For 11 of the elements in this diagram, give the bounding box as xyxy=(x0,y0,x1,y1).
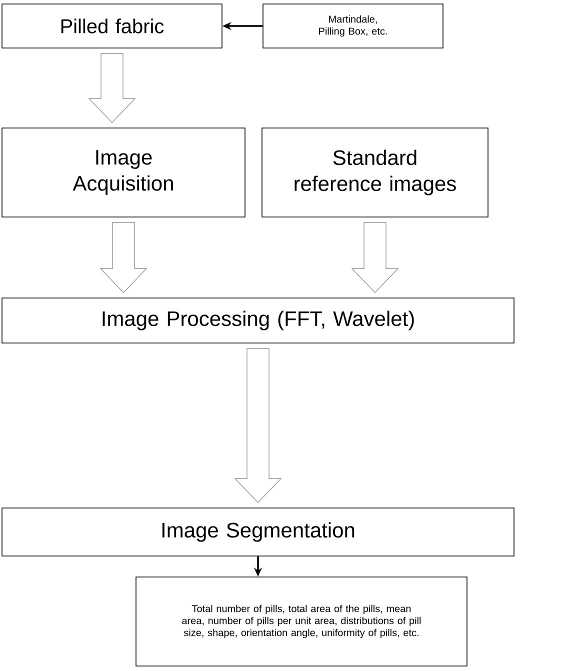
process-box: Total number of pills, total area of the pills, mean area, number of pills per unit area, distributions of pill size, shape, orientation angle, uniformity of pills, etc. xyxy=(136,576,468,666)
process-box: Standard reference images xyxy=(262,128,488,218)
process-box: Image Acquisition xyxy=(2,128,246,218)
process-box: Martindale, Pilling Box, etc. xyxy=(262,4,444,48)
block-arrow xyxy=(351,222,399,294)
process-box: Image Segmentation xyxy=(2,508,514,556)
process-box: Image Processing (FFT, Wavelet) xyxy=(2,298,514,344)
process-box: Pilled fabric xyxy=(2,4,222,48)
block-arrow xyxy=(88,53,136,124)
block-arrow xyxy=(234,348,282,504)
block-arrow xyxy=(100,222,148,294)
